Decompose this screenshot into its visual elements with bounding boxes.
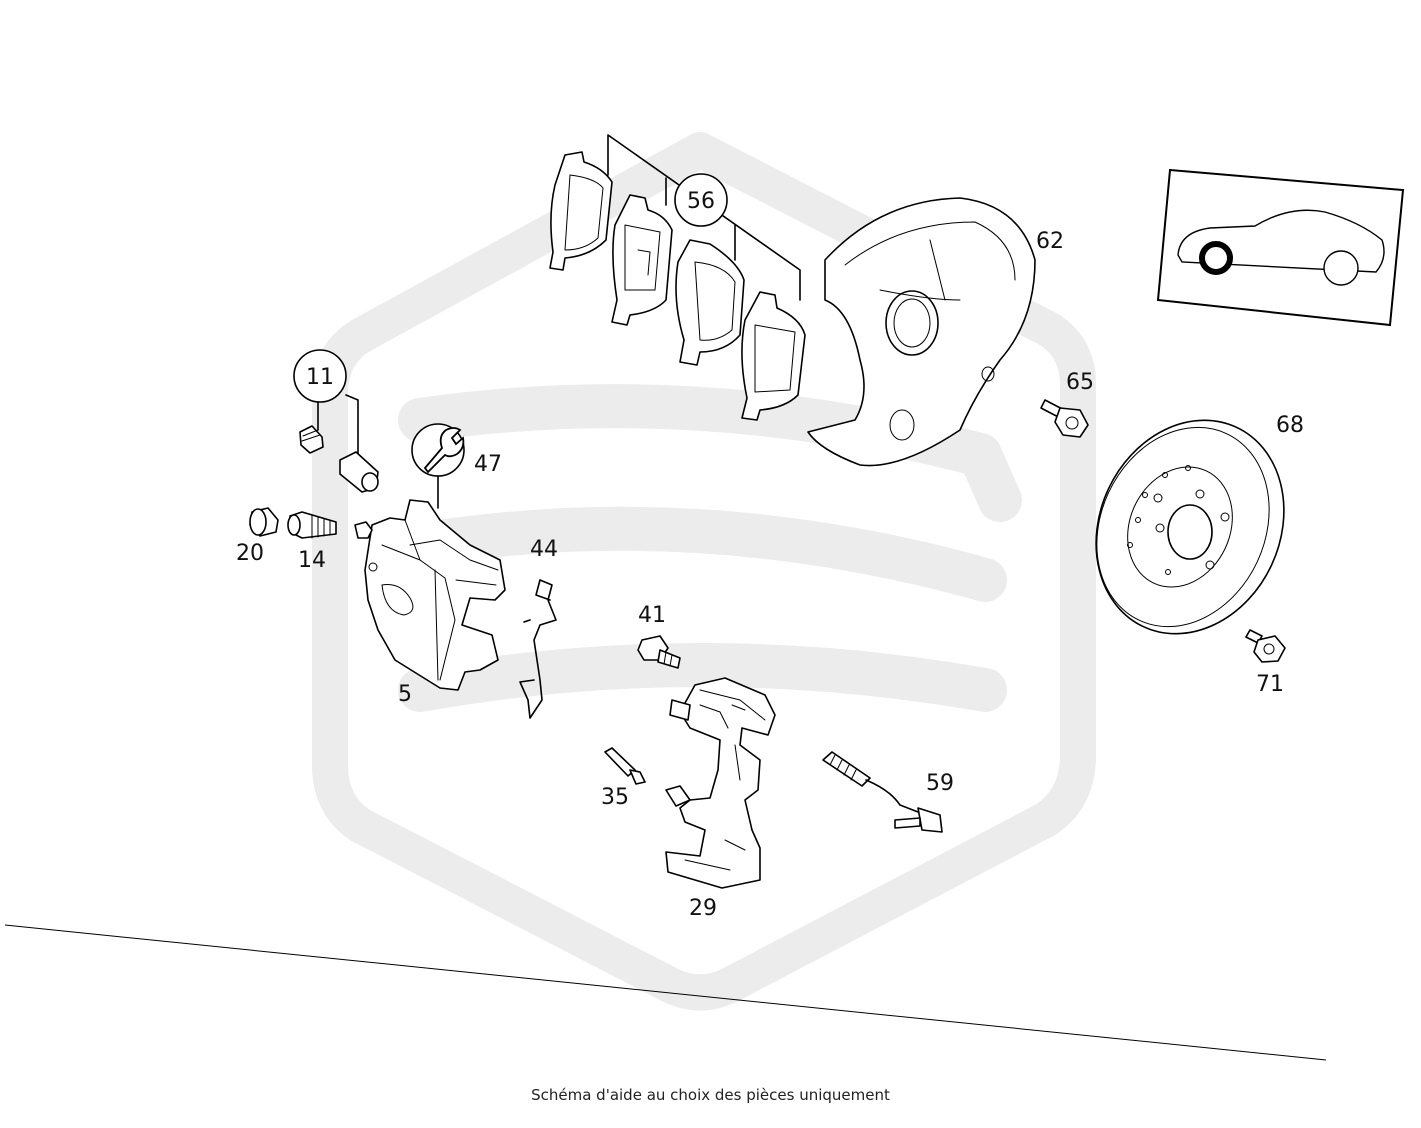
label-part-41: 41 — [638, 603, 666, 628]
wrench-marker-47 — [411, 423, 465, 509]
dust-shield — [807, 197, 1036, 467]
brake-pad-set — [549, 134, 806, 421]
label-part-47: 47 — [474, 452, 502, 477]
dust-cap-20 — [249, 507, 279, 537]
callout-circle-56 — [674, 173, 728, 227]
bleeder-valve-14 — [287, 511, 337, 539]
car-location-icon — [1177, 209, 1385, 286]
label-part-59: 59 — [926, 771, 954, 796]
brake-caliper — [354, 499, 506, 691]
label-part-35: 35 — [601, 785, 629, 810]
label-part-20: 20 — [236, 541, 264, 566]
label-part-44: 44 — [530, 537, 558, 562]
bolt-65 — [1040, 399, 1089, 438]
screw-71 — [1245, 629, 1286, 663]
spring-clip-44 — [519, 579, 557, 719]
label-part-68: 68 — [1276, 413, 1304, 438]
label-part-14: 14 — [298, 548, 326, 573]
ground-line — [4, 924, 1327, 1061]
wrench-icon — [423, 427, 465, 474]
label-part-65: 65 — [1066, 370, 1094, 395]
brake-disc — [1095, 419, 1285, 635]
wear-sensor-59 — [822, 751, 943, 833]
label-part-29: 29 — [689, 896, 717, 921]
sleeve-kit-11 — [293, 349, 379, 493]
car-location-inset — [1156, 168, 1405, 327]
diagram-caption: Schéma d'aide au choix des pièces unique… — [531, 1086, 890, 1104]
label-part-71: 71 — [1256, 672, 1284, 697]
bolt-41 — [637, 635, 681, 669]
label-part-5: 5 — [398, 682, 412, 707]
label-part-56: 56 — [687, 189, 715, 214]
label-part-62: 62 — [1036, 229, 1064, 254]
caliper-carrier — [665, 677, 776, 889]
guide-pin-35 — [604, 747, 646, 785]
label-part-11: 11 — [306, 365, 334, 390]
